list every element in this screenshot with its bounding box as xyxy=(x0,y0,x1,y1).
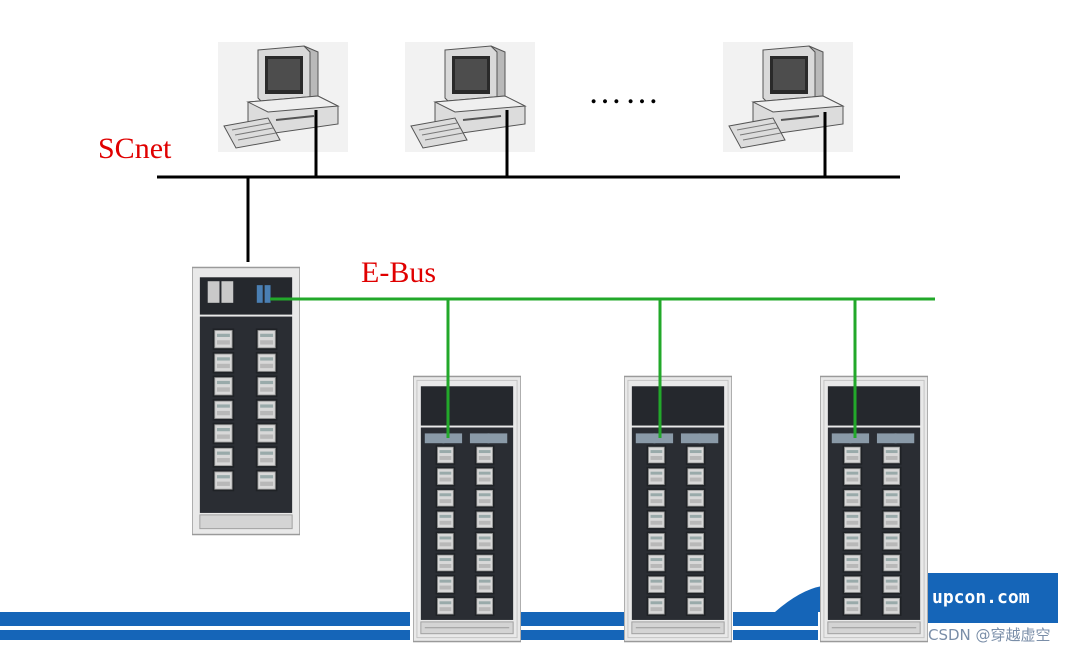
io-cabinet-2 xyxy=(624,376,732,641)
more-workstations-ellipsis: …… xyxy=(588,74,662,111)
io-cabinet-3 xyxy=(820,376,928,641)
io-cabinet-1 xyxy=(413,376,521,641)
workstation-icon-1 xyxy=(218,42,348,152)
main-controller-cabinet xyxy=(192,267,300,534)
scnet-bus xyxy=(157,110,900,262)
scnet-label: SCnet xyxy=(98,132,172,165)
watermark-text: CSDN @穿越虚空 xyxy=(928,626,1051,644)
brand-text: upcon.com xyxy=(932,587,1030,608)
workstation-icon-2 xyxy=(405,42,535,152)
workstation-icon-3 xyxy=(723,42,853,152)
footer-band xyxy=(0,573,1058,640)
ebus-bus xyxy=(270,297,935,438)
ebus-label: E-Bus xyxy=(361,256,436,289)
brand-box xyxy=(922,573,1058,623)
